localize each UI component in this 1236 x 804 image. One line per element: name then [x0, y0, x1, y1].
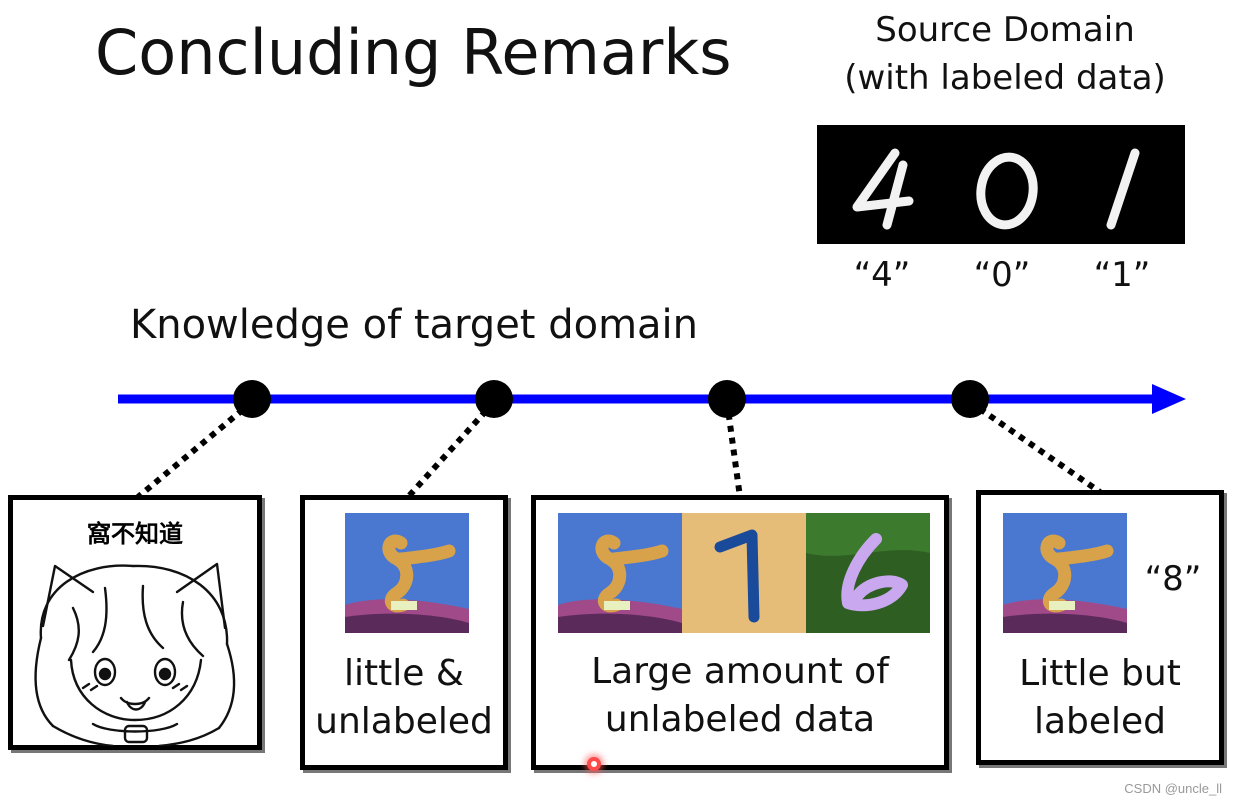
box-no-knowledge-caption: 窩不知道	[87, 520, 183, 548]
source-domain-title-line1: Source Domain	[875, 10, 1135, 50]
connector-1	[136, 399, 254, 500]
connector-2	[405, 399, 497, 500]
source-domain-title-line2: (with labeled data)	[844, 58, 1166, 98]
slide-title: Concluding Remarks	[95, 16, 732, 89]
mnist-digits-image	[817, 125, 1185, 244]
axis-node-4	[951, 380, 989, 418]
box-no-knowledge: 窩不知道	[8, 495, 262, 750]
mnist-m-digit-1-image	[682, 513, 806, 633]
digit-label-0: “0”	[973, 255, 1031, 295]
knowledge-axis-arrowhead	[1152, 384, 1186, 414]
box-little-unlabeled: little & unlabeled	[300, 495, 508, 770]
digit-label-8: “8”	[1144, 559, 1202, 599]
box-little-labeled: “8” Little but labeled	[976, 490, 1224, 765]
box-little-labeled-text: Little but labeled	[1019, 653, 1181, 742]
box-large-unlabeled-text: Large amount of unlabeled data	[591, 651, 889, 740]
axis-node-3	[708, 380, 746, 418]
digit-label-4: “4”	[853, 255, 911, 295]
box-little-unlabeled-text: little & unlabeled	[315, 653, 493, 742]
cursor-pointer-dot	[587, 757, 601, 771]
box-large-unlabeled: Large amount of unlabeled data	[531, 495, 949, 770]
knowledge-axis-label: Knowledge of target domain	[130, 302, 699, 348]
axis-node-2	[475, 380, 513, 418]
connector-4	[968, 399, 1102, 495]
mnist-m-digit-8-image	[345, 513, 469, 633]
mnist-m-digit-8-image	[558, 513, 682, 633]
axis-node-1	[233, 380, 271, 418]
cartoon-cat-girl-image	[34, 562, 236, 746]
mnist-m-digit-8-image	[1003, 513, 1127, 633]
mnist-m-digit-6-image	[806, 513, 930, 633]
digit-label-1: “1”	[1093, 255, 1151, 295]
watermark: CSDN @uncle_ll	[1124, 781, 1222, 796]
source-domain-title: Source Domain (with labeled data)	[820, 6, 1190, 102]
